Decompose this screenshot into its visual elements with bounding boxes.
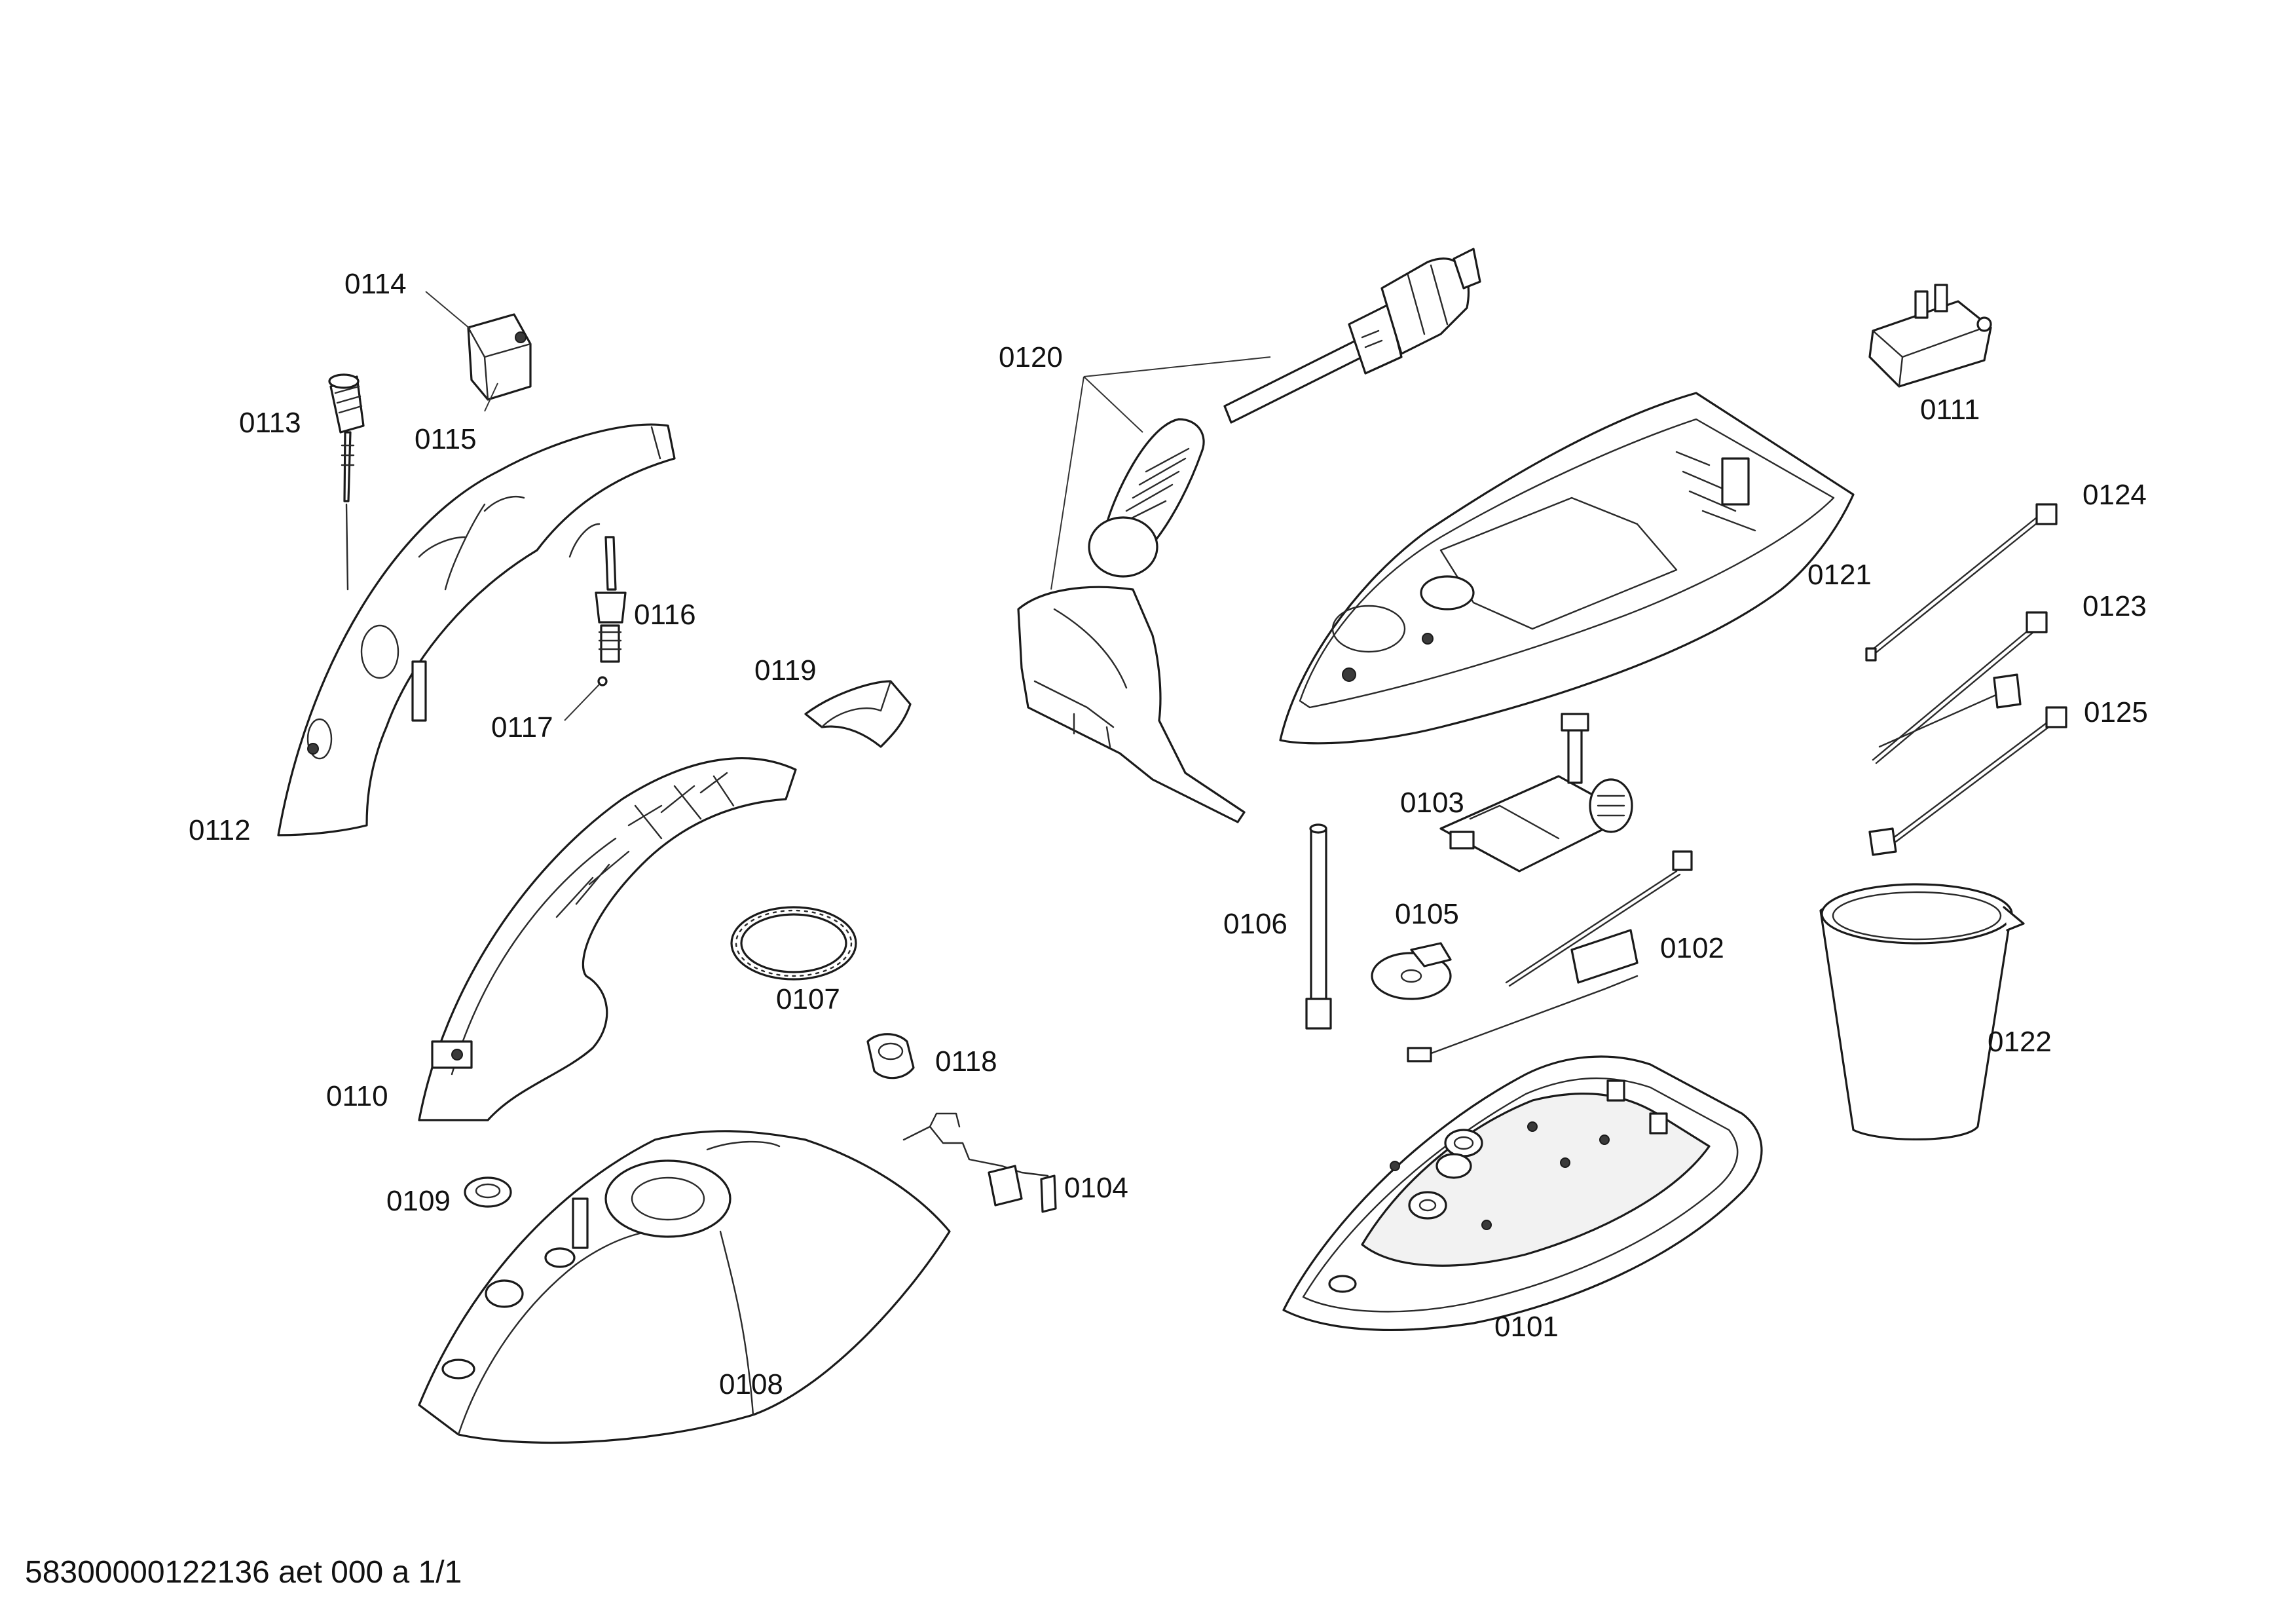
label-0113: 0113 <box>239 407 301 439</box>
leader-lines <box>425 291 1271 721</box>
leader-0117 <box>564 684 600 721</box>
part-0104-bracket <box>902 1112 1057 1213</box>
part-0112-handle-cover <box>277 423 676 836</box>
label-0121: 0121 <box>1807 559 1872 591</box>
label-0111: 0111 <box>1920 394 1980 426</box>
part-0113-control-knob <box>328 373 365 591</box>
label-0120: 0120 <box>999 341 1063 373</box>
label-0106: 0106 <box>1223 908 1287 940</box>
part-0106-guide-rod <box>1305 823 1332 1030</box>
leader-0114 <box>425 291 471 329</box>
label-0115: 0115 <box>415 423 477 455</box>
part-0120-power-cord-plug <box>1223 248 1481 424</box>
part-0108-water-tank <box>418 1130 951 1444</box>
label-0101: 0101 <box>1494 1311 1559 1343</box>
part-0109-seal <box>464 1176 512 1208</box>
part-0103-thermostat <box>1439 713 1633 873</box>
label-0114: 0114 <box>344 268 407 300</box>
part-0111-circuit-module <box>1868 284 1992 388</box>
label-0104: 0104 <box>1064 1172 1128 1204</box>
label-0102: 0102 <box>1660 932 1724 964</box>
part-0114-button-block <box>467 313 532 401</box>
part-0125-wire <box>1868 706 2067 856</box>
part-0120-bend-protector <box>1088 418 1205 578</box>
label-0124: 0124 <box>2083 479 2147 511</box>
label-0108: 0108 <box>719 1368 783 1400</box>
part-0118-clamp <box>866 1033 915 1079</box>
label-0125: 0125 <box>2084 696 2148 728</box>
label-0116: 0116 <box>634 599 696 631</box>
part-labels: 0101 0102 0103 0104 0105 0106 0107 0108 … <box>189 268 2148 1400</box>
label-0123: 0123 <box>2083 590 2147 622</box>
document-footer-code: 58300000122136 aet 000 a 1/1 <box>25 1555 462 1590</box>
part-0121-rear-housing <box>1279 392 1855 745</box>
leader-0115 <box>484 383 498 412</box>
part-0101-soleplate <box>1282 1055 1763 1331</box>
label-0109: 0109 <box>386 1185 451 1217</box>
label-0122: 0122 <box>1988 1026 2052 1058</box>
leader-0120-b <box>1083 376 1143 433</box>
label-0107: 0107 <box>776 983 840 1015</box>
part-0123-wire <box>1872 611 2048 764</box>
leader-0120-c <box>1050 376 1084 590</box>
label-0110: 0110 <box>326 1080 388 1112</box>
label-0117: 0117 <box>491 711 553 743</box>
part-0102-wire <box>1407 850 1693 1062</box>
part-0119-cap <box>804 680 912 748</box>
part-0110-handle-frame <box>418 757 797 1121</box>
part-0120-rear-cover <box>1017 586 1246 823</box>
part-0116-spray-pin <box>595 536 627 663</box>
part-0105-plate <box>1371 942 1452 1000</box>
label-0119: 0119 <box>754 654 817 686</box>
label-0103: 0103 <box>1400 787 1464 819</box>
label-0118: 0118 <box>935 1045 997 1078</box>
part-0107-gasket-ring <box>730 906 857 981</box>
part-0122-measuring-cup <box>1819 883 2025 1141</box>
label-0112: 0112 <box>189 814 251 846</box>
part-0124-wire <box>1865 503 2058 662</box>
label-0105: 0105 <box>1395 898 1459 930</box>
part-0117-ball <box>597 676 608 686</box>
leader-0120-a <box>1083 356 1271 377</box>
